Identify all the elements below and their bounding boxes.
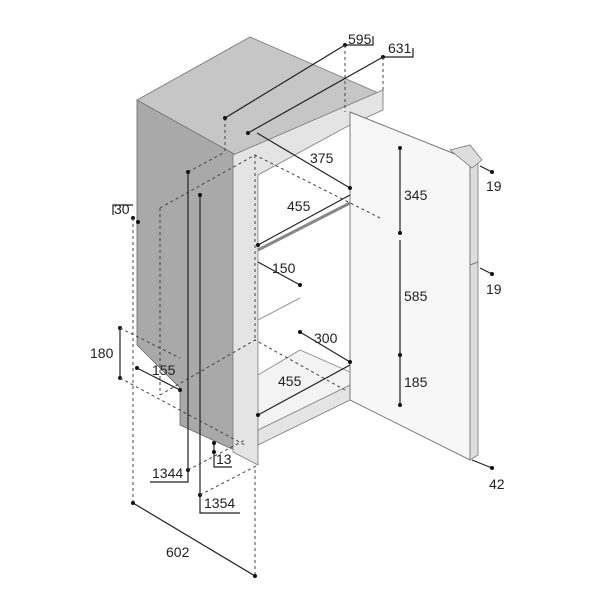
door-seam xyxy=(469,261,479,266)
cabinet-side-face xyxy=(136,99,246,456)
dim-30: 30 xyxy=(114,201,130,217)
dim-345: 345 xyxy=(404,187,428,203)
dim-1354: 1354 xyxy=(204,495,235,511)
dim-185: 185 xyxy=(404,374,428,390)
dim-585: 585 xyxy=(404,288,428,304)
dim-155: 155 xyxy=(152,362,176,378)
open-door xyxy=(349,111,471,461)
dim-1344: 1344 xyxy=(152,465,183,481)
dim-631: 631 xyxy=(388,40,412,56)
hidden-edges xyxy=(159,118,381,396)
dim-19-top: 19 xyxy=(486,178,502,194)
dim-300: 300 xyxy=(314,330,338,346)
dim-375: 375 xyxy=(310,150,334,166)
bottom-shelf xyxy=(257,297,301,321)
divider-shelf xyxy=(257,201,351,252)
dim-13: 13 xyxy=(216,451,232,467)
dim-455-fridge: 455 xyxy=(278,373,302,389)
dim-19-middle: 19 xyxy=(486,281,502,297)
dim-42: 42 xyxy=(489,476,505,492)
dimension-lines xyxy=(112,36,494,578)
dim-595: 595 xyxy=(348,31,372,47)
door-handle-icon xyxy=(449,144,483,169)
door-edge xyxy=(469,156,479,461)
dim-150: 150 xyxy=(272,260,296,276)
dim-180: 180 xyxy=(90,345,114,361)
dim-455-freezer: 455 xyxy=(287,198,311,214)
dim-602: 602 xyxy=(166,544,190,560)
